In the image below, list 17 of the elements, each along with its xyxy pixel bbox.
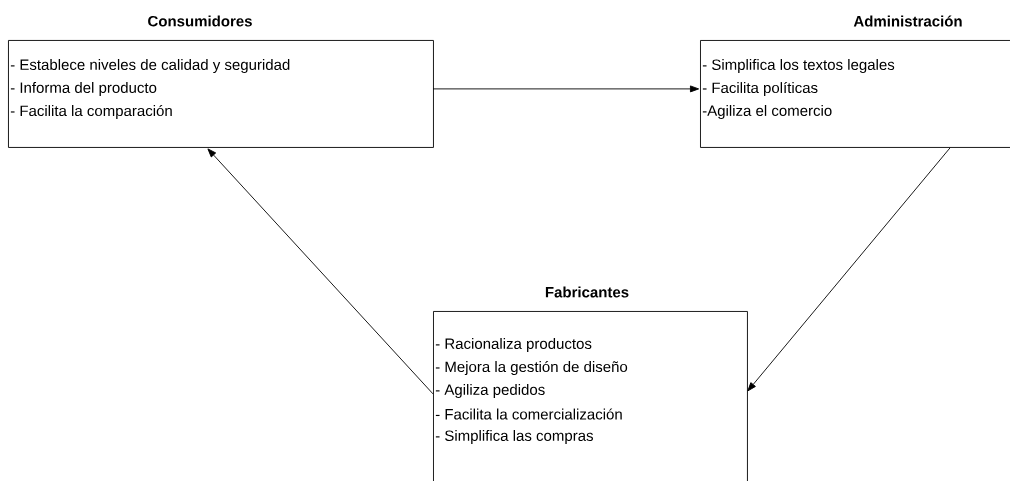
list-item: - Simplifica los textos legales xyxy=(702,59,895,73)
box-heading: Fabricantes xyxy=(545,286,629,298)
arrow xyxy=(747,147,951,392)
arrow xyxy=(207,148,434,395)
list-item: - Simplifica las compras xyxy=(435,430,593,444)
list-item: - Establece niveles de calidad y seguridad xyxy=(10,59,290,73)
list-item: - Facilita la comercialización xyxy=(435,408,622,420)
list-item: - Racionaliza productos xyxy=(435,338,592,352)
list-item: - Agiliza pedidos xyxy=(435,384,545,398)
arrow xyxy=(432,85,700,93)
list-item: - Informa del producto xyxy=(10,82,157,96)
list-item: - Facilita la comparación xyxy=(10,104,172,120)
box-heading: Consumidores xyxy=(148,15,252,27)
list-item: - Mejora la gestión de diseño xyxy=(435,360,628,376)
list-item: - Facilita políticas xyxy=(702,81,818,97)
box-heading: Administración xyxy=(853,15,962,27)
list-item: -Agiliza el comercio xyxy=(702,105,832,119)
